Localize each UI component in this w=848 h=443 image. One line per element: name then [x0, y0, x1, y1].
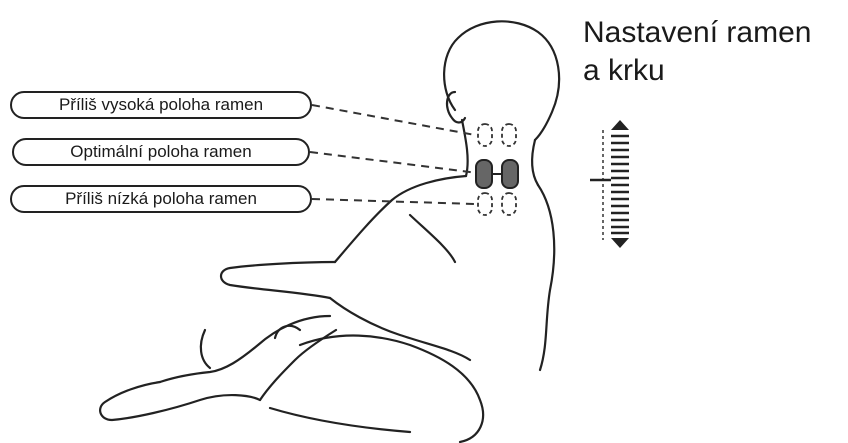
arrow-down-icon [611, 238, 629, 248]
roller-optimal-left [476, 160, 492, 188]
arrow-up-icon [611, 120, 629, 130]
vertical-adjustment-scale [590, 120, 629, 248]
callout-optimal-label: Optimální poloha ramen [70, 142, 251, 162]
lower-leg [100, 382, 260, 420]
callout-optimal: Optimální poloha ramen [12, 138, 310, 166]
leader-line-optimal [310, 152, 478, 173]
roller-high-left [478, 124, 492, 146]
leader-line-high [312, 105, 475, 135]
foot-outline [201, 330, 210, 368]
roller-low-right [502, 193, 516, 215]
callout-too-low-label: Příliš nízká poloha ramen [65, 189, 257, 209]
roller-optimal-right [502, 160, 518, 188]
neck-outline [462, 120, 468, 176]
ear-outline [447, 92, 465, 123]
callout-too-high-label: Příliš vysoká poloha ramen [59, 95, 263, 115]
upper-leg [160, 316, 330, 382]
roller-low-left [478, 193, 492, 215]
callout-too-high: Příliš vysoká poloha ramen [10, 91, 312, 119]
heading-line-2: a krku [583, 54, 665, 88]
roller-high-right [502, 124, 516, 146]
heading-line-1: Nastavení ramen [583, 16, 811, 50]
arm-outline [221, 262, 335, 298]
callout-too-low: Příliš nízká poloha ramen [10, 185, 312, 213]
